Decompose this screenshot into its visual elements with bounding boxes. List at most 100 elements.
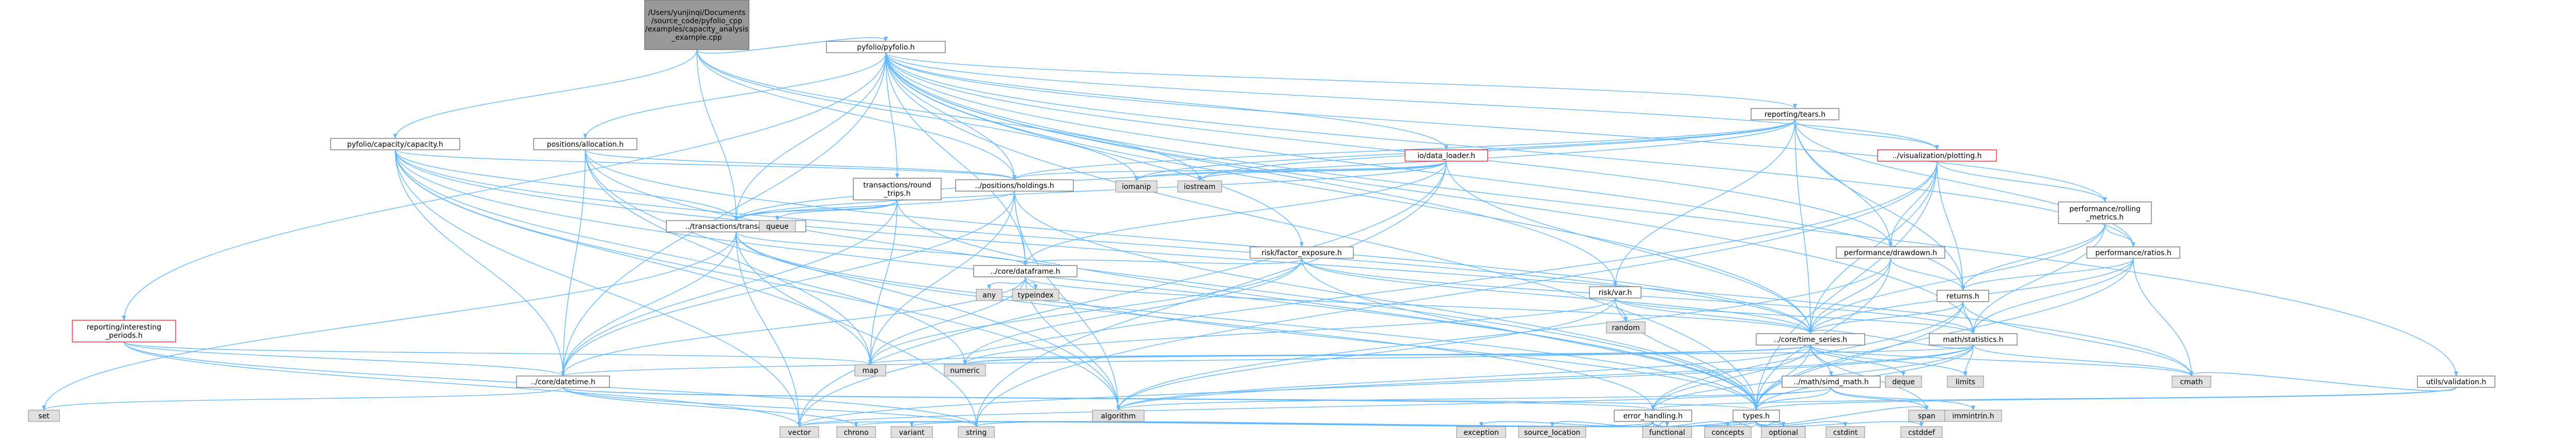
node-label: iostream: [1184, 183, 1216, 191]
node-data_loader[interactable]: io/data_loader.h: [1404, 149, 1488, 162]
node-label: optional: [1769, 429, 1798, 437]
node-label: cmath: [2180, 378, 2203, 386]
edge-returns-to-time_series: [1808, 301, 1963, 334]
edge-data_loader-to-transaction: [734, 161, 1447, 221]
edge-var-to-algorithm: [1116, 298, 1616, 411]
edge-simd_math-to-algorithm: [1116, 387, 1832, 411]
node-label: typeindex: [1018, 291, 1054, 300]
node-label: concepts: [1711, 429, 1744, 437]
node-box: [1756, 333, 1865, 346]
node-label: source_location: [1524, 429, 1580, 437]
node-label: ../math/simd_math.h: [1793, 378, 1869, 386]
node-datetime[interactable]: ../core/datetime.h: [516, 376, 610, 388]
node-label: random: [1612, 324, 1640, 332]
edge-root-to-pyfolio: [696, 36, 888, 54]
edge-pyfolio-to-returns: [885, 52, 1965, 291]
node-box: [2086, 246, 2180, 259]
edge-pyfolio-to-time_series: [885, 52, 1813, 334]
edge-data_loader-to-time_series: [1446, 161, 1813, 334]
node-label: io/data_loader.h: [1417, 152, 1475, 160]
node-label: error_handling.h: [1623, 412, 1683, 420]
node-label: risk/factor_exposure.h: [1261, 249, 1341, 257]
node-box: [644, 0, 750, 50]
edge-transaction-to-error_handling: [736, 231, 1655, 411]
edge-error_handling-to-functional: [1652, 421, 1669, 427]
node-box: [1825, 426, 1865, 438]
node-label: iomanip: [1122, 183, 1151, 191]
edge-returns-to-types: [1754, 301, 1963, 411]
edge-pyfolio-to-drawdown: [885, 52, 1893, 247]
edge-validation-to-types: [1754, 387, 2457, 411]
node-statistics[interactable]: math/statistics.h: [1929, 333, 2018, 346]
node-drawdown[interactable]: performance/drawdown.h: [1836, 246, 1945, 259]
edge-datetime-to-string: [563, 387, 978, 427]
node-allocation[interactable]: positions/allocation.h: [533, 138, 637, 150]
node-types[interactable]: types.h: [1732, 410, 1780, 422]
edge-tears-to-plotting: [1794, 119, 1939, 150]
edge-var-to-numeric: [963, 298, 1616, 365]
edge-ratios-to-statistics: [1971, 258, 2134, 334]
node-box: [516, 376, 610, 388]
edge-validation-to-error_handling: [1651, 387, 2457, 411]
node-holdings[interactable]: ../positions/holdings.h: [955, 179, 1074, 192]
node-error_handling[interactable]: error_handling.h: [1614, 410, 1692, 422]
edge-pyfolio-to-factor_exposure: [885, 52, 1304, 247]
node-deque: deque: [1885, 376, 1922, 388]
edge-plotting-to-drawdown: [1888, 161, 1938, 247]
node-label: ../positions/holdings.h: [975, 182, 1054, 190]
edge-round_trips-to-queue: [775, 199, 898, 221]
edge-root-to-holdings: [696, 49, 1017, 180]
edge-data_loader-to-dataframe: [1023, 161, 1447, 266]
node-box: [759, 220, 796, 232]
edge-var-to-statistics: [1615, 298, 1975, 334]
node-simd_math[interactable]: ../math/simd_math.h: [1782, 376, 1881, 388]
edge-types-to-cstdint: [1756, 421, 1848, 427]
edge-root-to-iomanip: [696, 49, 1138, 181]
node-interesting[interactable]: reporting/interesting_periods.h: [72, 320, 176, 342]
node-root[interactable]: /Users/yunjinqi/Documents/source_code/py…: [644, 0, 750, 50]
node-label: algorithm: [1101, 412, 1136, 420]
node-rolling[interactable]: performance/rolling_metrics.h: [2058, 201, 2152, 224]
node-var[interactable]: risk/var.h: [1589, 286, 1642, 299]
node-tears[interactable]: reporting/tears.h: [1751, 108, 1839, 120]
node-factor_exposure[interactable]: risk/factor_exposure.h: [1250, 246, 1354, 259]
node-pyfolio[interactable]: pyfolio/pyfolio.h: [826, 41, 946, 53]
node-layer: /Users/yunjinqi/Documents/source_code/py…: [28, 0, 2495, 438]
node-box: [779, 426, 819, 438]
node-capacity[interactable]: pyfolio/capacity/capacity.h: [330, 138, 460, 150]
edge-pyfolio-to-rolling: [885, 52, 2107, 202]
node-box: [1092, 410, 1145, 422]
node-plotting[interactable]: ../visualization/plotting.h: [1877, 149, 1997, 162]
edge-allocation-to-algorithm: [585, 149, 1120, 411]
node-box: [1944, 410, 2002, 422]
edge-capacity-to-time_series: [395, 149, 1813, 334]
edge-factor_exposure-to-dataframe: [1023, 258, 1302, 266]
node-functional: functional: [1642, 426, 1692, 438]
node-box: [28, 410, 60, 422]
edge-tears-to-ratios: [1794, 119, 2135, 247]
edge-root-to-capacity: [393, 49, 697, 139]
edge-layer: [42, 36, 2458, 427]
node-label: numeric: [950, 367, 979, 375]
node-box: [1518, 426, 1586, 438]
node-ratios[interactable]: performance/ratios.h: [2086, 246, 2180, 259]
node-time_series[interactable]: ../core/time_series.h: [1756, 333, 1865, 346]
node-validation[interactable]: utils/validation.h: [2417, 376, 2495, 388]
node-dataframe[interactable]: ../core/dataframe.h: [973, 265, 1078, 277]
node-label: variant: [899, 429, 925, 437]
node-label: queue: [766, 223, 789, 231]
node-optional: optional: [1761, 426, 1806, 438]
node-set: set: [28, 410, 60, 422]
node-returns[interactable]: returns.h: [1937, 290, 1989, 302]
node-label: performance/ratios.h: [2095, 249, 2171, 257]
edge-root-to-transaction: [696, 49, 738, 221]
edge-tears-to-iostream: [1197, 119, 1796, 181]
edge-data_loader-to-string: [974, 161, 1447, 427]
node-box: [2058, 201, 2152, 224]
node-round_trips[interactable]: transactions/round_trips.h: [853, 178, 942, 200]
node-concepts: concepts: [1704, 426, 1752, 438]
edge-interesting-to-vector: [123, 341, 802, 427]
node-box: [1606, 321, 1646, 334]
edge-dataframe-to-datetime: [561, 276, 1026, 377]
node-label: string: [966, 429, 987, 437]
